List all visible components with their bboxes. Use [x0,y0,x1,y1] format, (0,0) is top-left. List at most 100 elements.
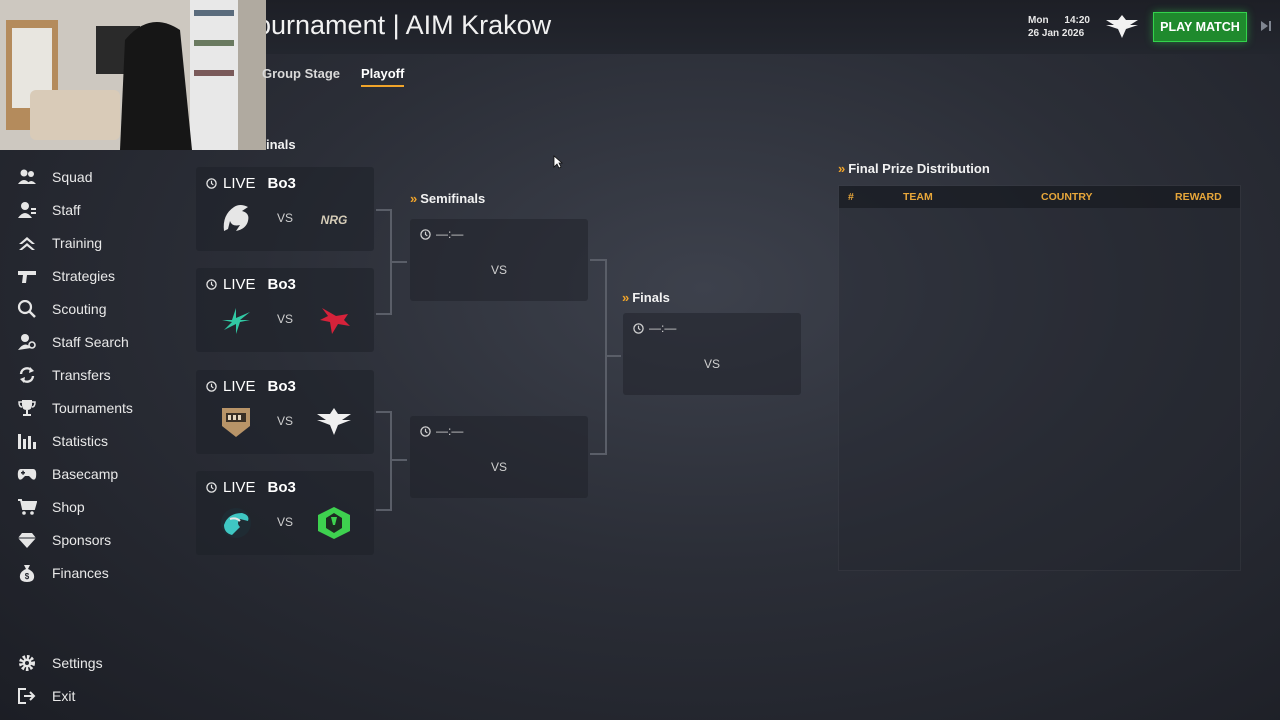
vs-label: VS [703,357,720,371]
vs-label: VS [277,211,294,225]
bar-chart-icon [18,434,36,449]
clock-icon [206,178,217,189]
match-header: LIVE Bo3 [206,479,296,496]
falcons-logo-icon [317,408,351,435]
semifinal-card[interactable]: —:— VS [410,219,588,301]
match-card[interactable]: LIVE Bo3 VS [196,471,374,555]
sidebar-item-basecamp[interactable]: Basecamp [0,459,190,489]
clock-icon [420,425,431,437]
red-bird-logo-icon [320,308,350,334]
match-status: LIVE [223,479,256,496]
finals-title: Finals [632,290,670,305]
match-card[interactable]: LIVE Bo3 VS [196,268,374,352]
column-reward: REWARD [1175,191,1222,203]
vs-label: VS [490,460,507,474]
match-time: —:— [633,321,676,335]
sidebar-item-tournaments[interactable]: Tournaments [0,393,190,423]
chevron-right-icon: » [410,191,417,206]
sidebar-item-finances[interactable]: $ Finances [0,558,190,588]
sidebar-item-label: Training [52,235,103,251]
match-status: LIVE [223,276,256,293]
svg-text:$: $ [25,572,30,581]
trophy-icon [18,400,36,416]
match-card[interactable]: LIVE Bo3 VS NRG [196,167,374,251]
webcam-image [0,0,266,150]
play-match-button[interactable]: PLAY MATCH [1153,12,1247,42]
nrg-logo-icon: NRG [321,213,348,227]
sidebar-item-shop[interactable]: Shop [0,492,190,522]
vs-label: VS [277,414,294,428]
sidebar-item-label: Exit [52,688,76,704]
cart-icon [18,499,37,515]
nrg-logo-text: NRG [321,213,348,227]
sidebar-item-staff[interactable]: Staff [0,195,190,225]
sidebar-item-exit[interactable]: Exit [0,681,190,711]
webcam-overlay [0,0,266,150]
squad-icon [18,169,36,184]
search-icon [17,300,36,318]
sidebar-item-sponsors[interactable]: Sponsors [0,525,190,555]
match-format: Bo3 [267,378,296,395]
spirit-logo-icon [223,205,249,231]
match-status: LIVE [223,378,256,395]
sidebar-item-label: Tournaments [52,400,133,416]
match-card[interactable]: LIVE Bo3 VS [196,370,374,454]
sidebar-item-scouting[interactable]: Scouting [0,294,190,324]
training-icon [19,237,35,250]
sidebar-item-label: Sponsors [52,532,112,548]
sidebar-item-staff-search[interactable]: Staff Search [0,327,190,357]
sidebar-item-label: Statistics [52,433,109,449]
sidebar-item-label: Basecamp [52,466,119,482]
sidebar-item-squad[interactable]: Squad [0,162,190,192]
staff-icon [18,202,36,218]
sidebar-item-label: Staff Search [52,334,129,350]
match-format: Bo3 [267,276,296,293]
staff-search-icon [18,334,36,350]
clock-icon [206,381,217,392]
sidebar-item-label: Transfers [52,367,111,383]
sidebar-item-label: Squad [52,169,93,185]
final-card[interactable]: —:— VS [623,313,801,395]
chevron-right-icon: » [838,161,845,176]
prize-title: Final Prize Distribution [848,161,990,176]
semifinals-title: Semifinals [420,191,486,206]
sidebar-item-label: Shop [52,499,85,515]
transfer-icon [19,367,35,383]
sidebar-item-label: Settings [52,655,103,671]
skip-next-icon[interactable] [1258,19,1274,33]
column-team: TEAM [903,191,933,203]
vs-label: VS [277,312,294,326]
gear-icon [19,655,35,671]
clock-icon [633,322,644,334]
falcons-icon[interactable] [1104,12,1140,40]
match-status: LIVE [223,175,256,192]
match-time-value: —:— [649,321,677,335]
column-rank: # [848,191,854,203]
tab-playoff[interactable]: Playoff [361,66,405,87]
exit-icon [18,688,36,704]
finals-header: » Finals [622,290,670,305]
match-header: LIVE Bo3 [206,378,296,395]
clock-icon [420,228,431,240]
match-time: —:— [420,424,463,438]
sentinel-logo-icon [318,507,350,539]
gamepad-icon [17,469,37,480]
match-format: Bo3 [267,175,296,192]
sidebar-item-training[interactable]: Training [0,228,190,258]
prize-table: # TEAM COUNTRY REWARD [838,185,1241,571]
match-header: LIVE Bo3 [206,175,296,192]
tab-group-stage[interactable]: Group Stage [262,66,341,81]
gun-icon [18,271,36,283]
money-bag-icon: $ [19,565,35,582]
sidebar-item-settings[interactable]: Settings [0,648,190,678]
diamond-icon [18,533,36,548]
semifinal-card[interactable]: —:— VS [410,416,588,498]
sidebar-item-label: Staff [52,202,81,218]
sidebar-item-label: Strategies [52,268,116,284]
sidebar-item-strategies[interactable]: Strategies [0,261,190,291]
quarterfinals-title: inals [266,137,296,152]
sidebar-item-statistics[interactable]: Statistics [0,426,190,456]
sidebar-item-transfers[interactable]: Transfers [0,360,190,390]
sidebar-item-label: Finances [52,565,109,581]
eternal-fire-logo-icon [222,308,250,334]
